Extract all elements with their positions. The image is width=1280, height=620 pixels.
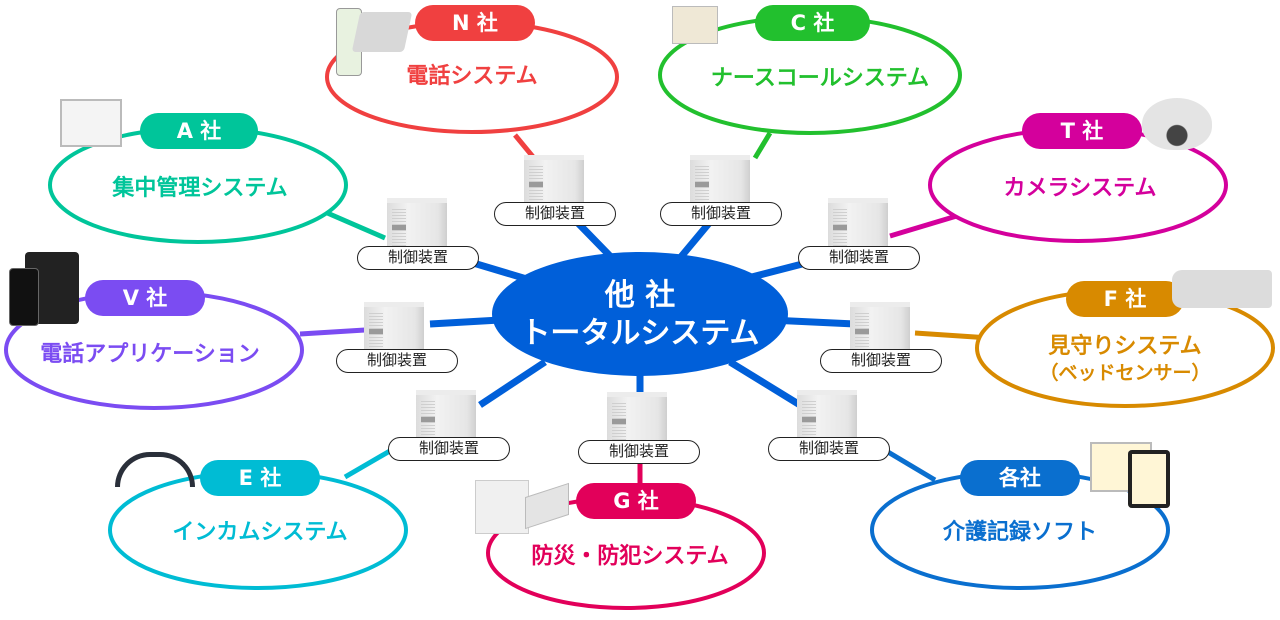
center-title-line1: 他 社 (604, 278, 676, 313)
device-label-v[interactable]: 制御装置 (336, 349, 458, 373)
system-sub-f: （ベッドセンサー） (1039, 362, 1211, 384)
device-label-e[interactable]: 制御装置 (388, 437, 510, 461)
connector-k (886, 449, 937, 483)
system-name-c: ナースコールシステム (710, 66, 930, 91)
care-software-tablet-icon (1128, 450, 1170, 508)
monitor-icon (60, 99, 122, 147)
connector-e (343, 445, 397, 480)
company-badge-k: 各社 (960, 460, 1080, 496)
device-label-f[interactable]: 制御装置 (820, 349, 942, 373)
nurse-call-icon (672, 6, 718, 44)
company-badge-f: F 社 (1066, 281, 1184, 317)
system-name-t: カメラシステム (1003, 176, 1157, 201)
system-name-v: 電話アプリケーション (40, 342, 260, 367)
device-label-a[interactable]: 制御装置 (357, 246, 479, 270)
spoke-v (429, 316, 501, 328)
spoke-a (468, 258, 532, 284)
device-label-t[interactable]: 制御装置 (798, 246, 920, 270)
system-connectors (299, 131, 991, 488)
spoke-c (677, 219, 713, 261)
company-badge-c: C 社 (755, 5, 870, 41)
connector-a (324, 209, 386, 241)
connector-t (889, 212, 961, 239)
device-label-g[interactable]: 制御装置 (578, 440, 700, 464)
device-label-c[interactable]: 制御装置 (660, 202, 782, 226)
desk-phone-icon (351, 12, 413, 52)
bed-icon (1172, 270, 1272, 308)
system-name-e: インカムシステム (172, 520, 348, 545)
system-name-f: 見守りシステム (1048, 334, 1202, 359)
smartphone-icon (9, 268, 39, 326)
center-title-line2: トータルシステム (520, 316, 760, 351)
company-badge-n: N 社 (415, 5, 535, 41)
connector-c (752, 131, 773, 160)
company-badge-a: A 社 (140, 113, 258, 149)
system-ellipses (4, 15, 1275, 610)
spoke-n (572, 217, 615, 261)
device-label-n[interactable]: 制御装置 (494, 202, 616, 226)
camera-icon (1142, 98, 1212, 150)
spoke-e (478, 359, 547, 408)
system-name-k: 介護記録ソフト (942, 520, 1097, 545)
company-badge-g: G 社 (576, 483, 696, 519)
device-label-k[interactable]: 制御装置 (768, 437, 890, 461)
system-name-n: 電話システム (406, 64, 538, 89)
system-name-g: 防災・防犯システム (531, 544, 729, 569)
alarm-button-icon (475, 480, 529, 534)
system-name-a: 集中管理システム (112, 176, 288, 201)
center-ellipse[interactable] (492, 252, 788, 376)
company-badge-t: T 社 (1022, 113, 1142, 149)
company-badge-v: V 社 (85, 280, 205, 316)
spoke-k (728, 359, 802, 408)
company-badge-e: E 社 (200, 460, 320, 496)
connector-v (299, 327, 366, 337)
